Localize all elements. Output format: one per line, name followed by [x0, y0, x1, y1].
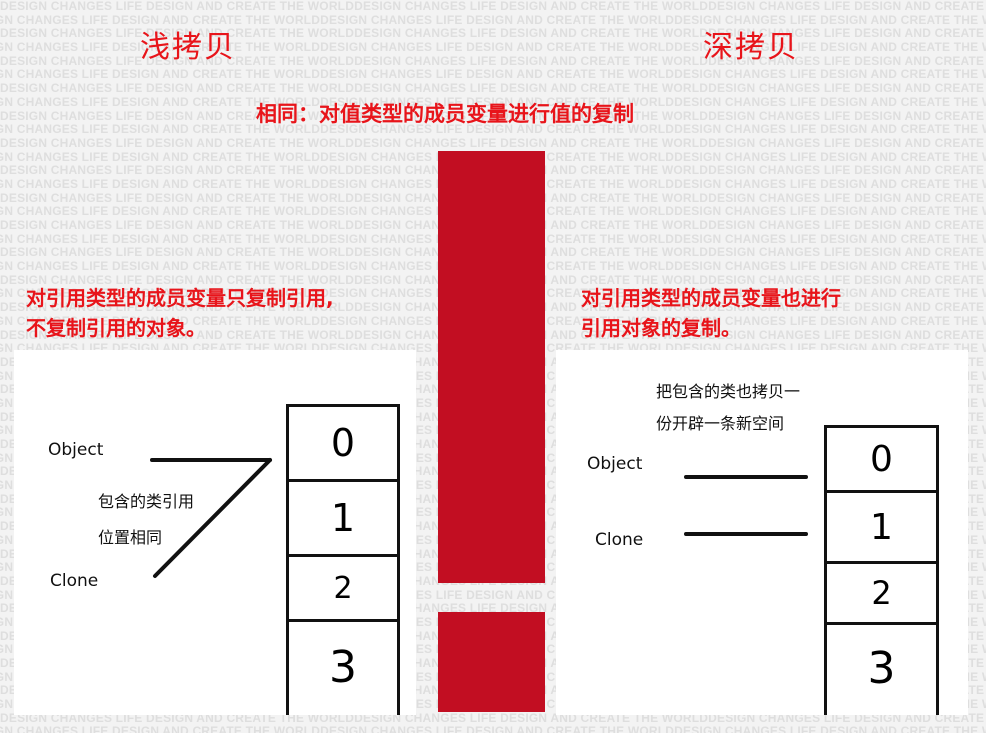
- deep-reference-lines: [684, 475, 808, 536]
- deep-note-line2: 份开辟一条新空间: [656, 414, 785, 433]
- divider-bar-bottom: [438, 612, 545, 712]
- watermark-line: DESIGN CHANGES LIFE DESIGN AND CREATE TH…: [0, 81, 986, 96]
- watermark-line: DESIGN CHANGES LIFE DESIGN AND CREATE TH…: [0, 122, 986, 137]
- shallow-description-line2: 不复制引用的对象。: [26, 316, 206, 340]
- deep-cell-2: 2: [827, 564, 936, 625]
- deep-object-label: Object: [587, 454, 643, 474]
- deep-cell-0: 0: [827, 428, 936, 493]
- shallow-memory-stack: 0 1 2 3: [286, 404, 400, 715]
- deep-copy-diagram: 把包含的类也拷贝一 份开辟一条新空间 Object Clone 0 1 2 3: [556, 350, 968, 715]
- shallow-cell-1: 1: [289, 482, 397, 557]
- shallow-object-label: Object: [48, 440, 104, 460]
- watermark-line: DESIGN CHANGES LIFE DESIGN AND CREATE TH…: [0, 108, 986, 123]
- deep-note-line1: 把包含的类也拷贝一: [656, 382, 801, 401]
- deep-clone-label: Clone: [595, 530, 644, 550]
- watermark-line: DESIGN CHANGES LIFE DESIGN AND CREATE TH…: [0, 12, 986, 27]
- shallow-copy-title: 浅拷贝: [140, 30, 236, 65]
- shallow-clone-label: Clone: [50, 571, 99, 591]
- watermark-line: DESIGN CHANGES LIFE DESIGN AND CREATE TH…: [0, 26, 986, 41]
- shallow-cell-2: 2: [289, 557, 397, 622]
- shallow-note-line2: 位置相同: [98, 528, 163, 547]
- watermark-line: DESIGN CHANGES LIFE DESIGN AND CREATE TH…: [0, 67, 986, 82]
- shallow-copy-diagram: Object Clone 包含的类引用 位置相同 0 1 2 3: [14, 350, 416, 715]
- watermark-line: DESIGN CHANGES LIFE DESIGN AND CREATE TH…: [0, 40, 986, 55]
- deep-cell-1: 1: [827, 493, 936, 564]
- shallow-note-line1: 包含的类引用: [98, 492, 195, 511]
- watermark-line: DESIGN CHANGES LIFE DESIGN AND CREATE TH…: [0, 724, 986, 733]
- watermark-line: DESIGN CHANGES LIFE DESIGN AND CREATE TH…: [0, 94, 986, 109]
- deep-description-line2: 引用对象的复制。: [581, 316, 741, 340]
- divider-bar-top: [438, 151, 545, 583]
- shallow-cell-0: 0: [289, 407, 397, 482]
- common-description: 相同：对值类型的成员变量进行值的复制: [256, 102, 634, 126]
- deep-copy-title: 深拷贝: [703, 30, 799, 65]
- deep-description-line1: 对引用类型的成员变量也进行: [581, 286, 841, 310]
- shallow-description-line1: 对引用类型的成员变量只复制引用,: [26, 286, 334, 310]
- watermark-line: DESIGN CHANGES LIFE DESIGN AND CREATE TH…: [0, 0, 986, 13]
- shallow-reference-lines: [150, 458, 272, 578]
- shallow-cell-3: 3: [329, 641, 357, 693]
- deep-cell-3: 3: [867, 643, 896, 694]
- watermark-line: DESIGN CHANGES LIFE DESIGN AND CREATE TH…: [0, 135, 986, 150]
- deep-memory-stack: 0 1 2 3: [824, 425, 939, 715]
- watermark-line: DESIGN CHANGES LIFE DESIGN AND CREATE TH…: [0, 53, 986, 68]
